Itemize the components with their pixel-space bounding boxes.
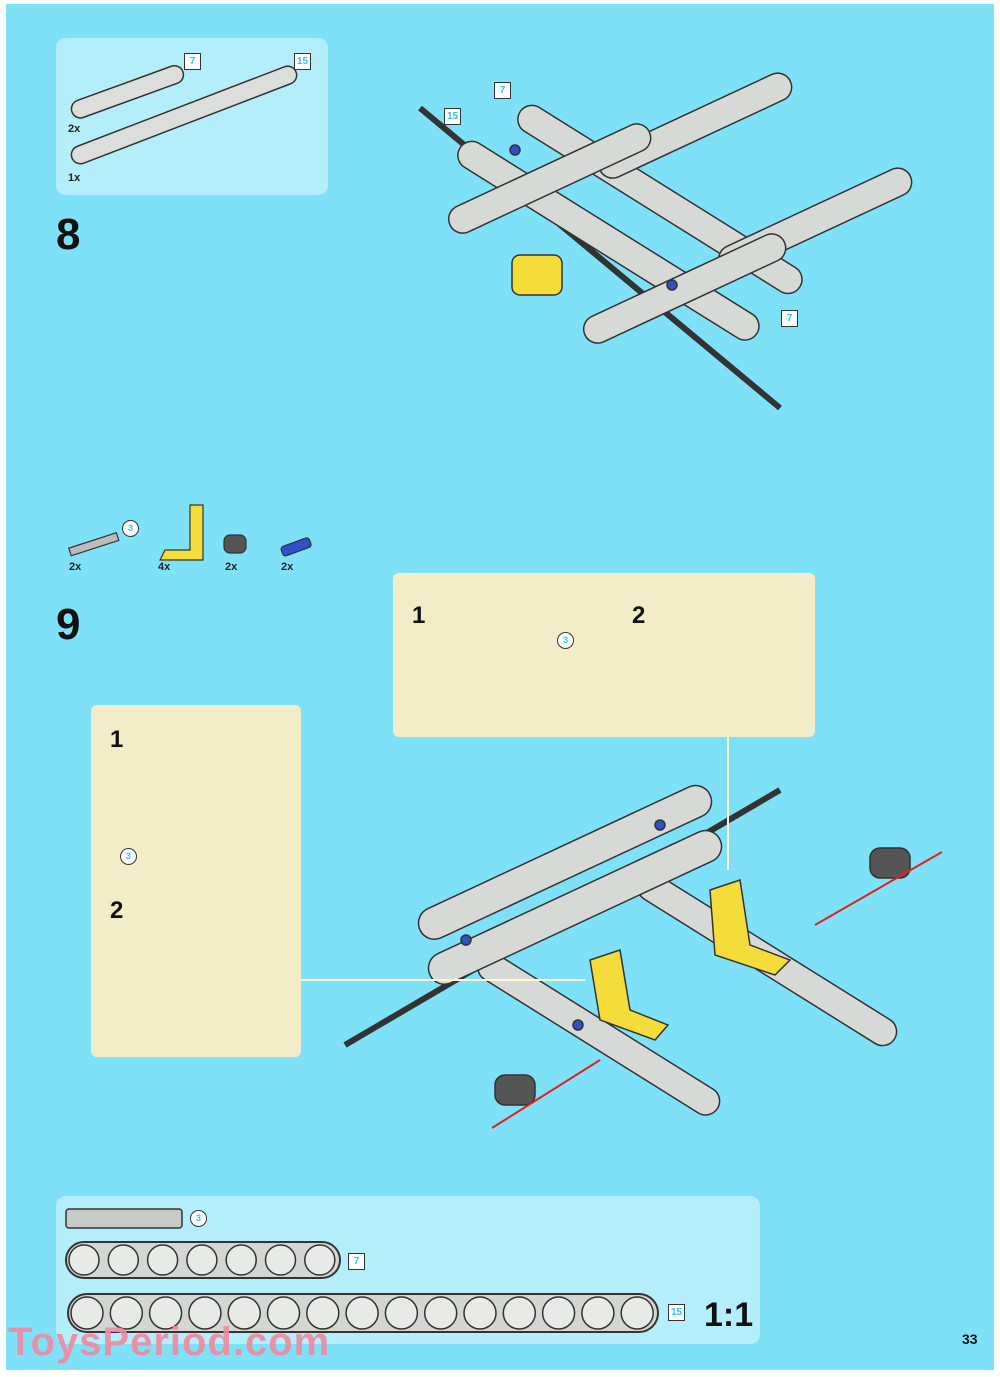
length-callout: 15 <box>294 53 311 70</box>
scale-label: 1:1 <box>704 1296 754 1334</box>
step8-model <box>418 72 913 411</box>
substep-number: 1 <box>412 602 426 629</box>
beam-hole <box>423 1296 458 1330</box>
beam-hole <box>541 1296 576 1330</box>
substep-number: 2 <box>110 897 124 924</box>
watermark: ToysPeriod.com <box>8 1320 331 1364</box>
length-callout: 7 <box>494 82 511 99</box>
step8-parts-beams <box>70 64 298 165</box>
part-qty: 2x <box>281 561 294 573</box>
beam-hole <box>620 1296 654 1330</box>
beam-hole <box>148 1296 183 1330</box>
axle-length-callout: 3 <box>120 848 137 865</box>
beam-hole <box>68 1244 100 1276</box>
step-number: 9 <box>56 600 81 649</box>
beam-hole <box>188 1296 222 1330</box>
beam-hole <box>345 1296 379 1330</box>
step9-model <box>343 784 911 1116</box>
substep-number: 2 <box>632 602 646 629</box>
part-qty: 2x <box>225 561 238 573</box>
part-qty: 2x <box>68 123 81 135</box>
beam-hole <box>581 1296 615 1330</box>
step9-parts <box>68 504 312 561</box>
axle-length-callout: 3 <box>557 632 574 649</box>
beam-hole <box>225 1244 257 1276</box>
length-callout: 7 <box>184 53 201 70</box>
part-qty: 1x <box>68 172 81 184</box>
axle-length-callout: 3 <box>190 1210 207 1227</box>
page-number: 33 <box>962 1331 978 1347</box>
axle-length-callout: 3 <box>122 520 139 537</box>
beam-hole <box>266 1296 301 1330</box>
length-callout: 7 <box>348 1253 365 1270</box>
beam-hole <box>502 1296 537 1330</box>
beam-hole <box>109 1296 144 1330</box>
beam-hole <box>306 1296 340 1330</box>
beam-hole <box>186 1244 218 1276</box>
beam-hole <box>70 1296 104 1330</box>
substep-number: 1 <box>110 726 124 753</box>
beam-hole <box>227 1296 261 1330</box>
length-callout: 15 <box>444 108 461 125</box>
connector-lines <box>300 737 729 981</box>
length-callout: 15 <box>668 1304 685 1321</box>
subassembly-callout-left <box>91 705 301 1057</box>
beam-hole <box>463 1296 497 1330</box>
step-number: 8 <box>56 210 81 259</box>
red-arrows <box>491 851 943 1129</box>
beam-hole <box>146 1244 179 1276</box>
beam-hole <box>304 1244 336 1276</box>
beam-hole <box>384 1296 419 1330</box>
part-qty: 4x <box>158 561 171 573</box>
subassembly-callout-top <box>393 573 815 737</box>
beam-hole <box>107 1244 140 1276</box>
beam-hole <box>264 1244 297 1276</box>
length-callout: 7 <box>781 310 798 327</box>
part-qty: 2x <box>69 561 82 573</box>
